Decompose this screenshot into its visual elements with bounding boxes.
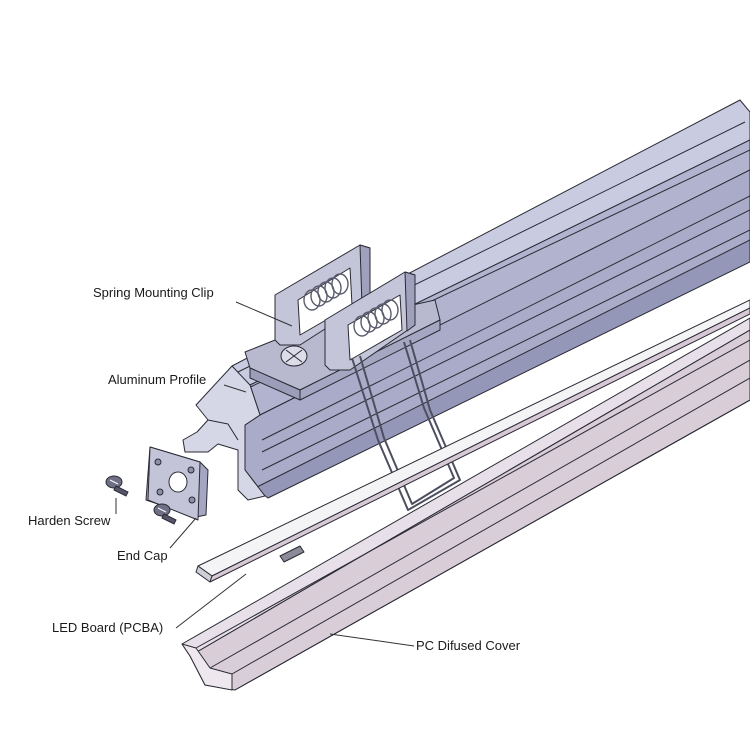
label-end-cap: End Cap — [117, 548, 168, 563]
end-cap — [145, 446, 209, 521]
pc-diffused-cover — [181, 317, 750, 691]
led-board — [195, 299, 750, 583]
labels: Spring Mounting Clip Aluminum Profile Ha… — [28, 285, 521, 653]
leader-lines — [115, 301, 415, 647]
profile-end-face — [182, 365, 266, 501]
spring-front — [353, 299, 399, 337]
label-harden-screw: Harden Screw — [28, 513, 111, 528]
base-screw — [280, 345, 308, 367]
spring-wire-legs — [351, 339, 461, 511]
label-pc-cover: PC Difused Cover — [416, 638, 521, 653]
spring-mounting-clip — [244, 244, 461, 511]
profile-lower-return — [254, 239, 750, 499]
spring-back — [303, 273, 349, 311]
label-led-board: LED Board (PCBA) — [52, 620, 163, 635]
label-spring-mounting-clip: Spring Mounting Clip — [93, 285, 214, 300]
harden-screw-2 — [153, 503, 177, 525]
harden-screw-1 — [105, 475, 129, 497]
label-aluminum-profile: Aluminum Profile — [108, 372, 206, 387]
